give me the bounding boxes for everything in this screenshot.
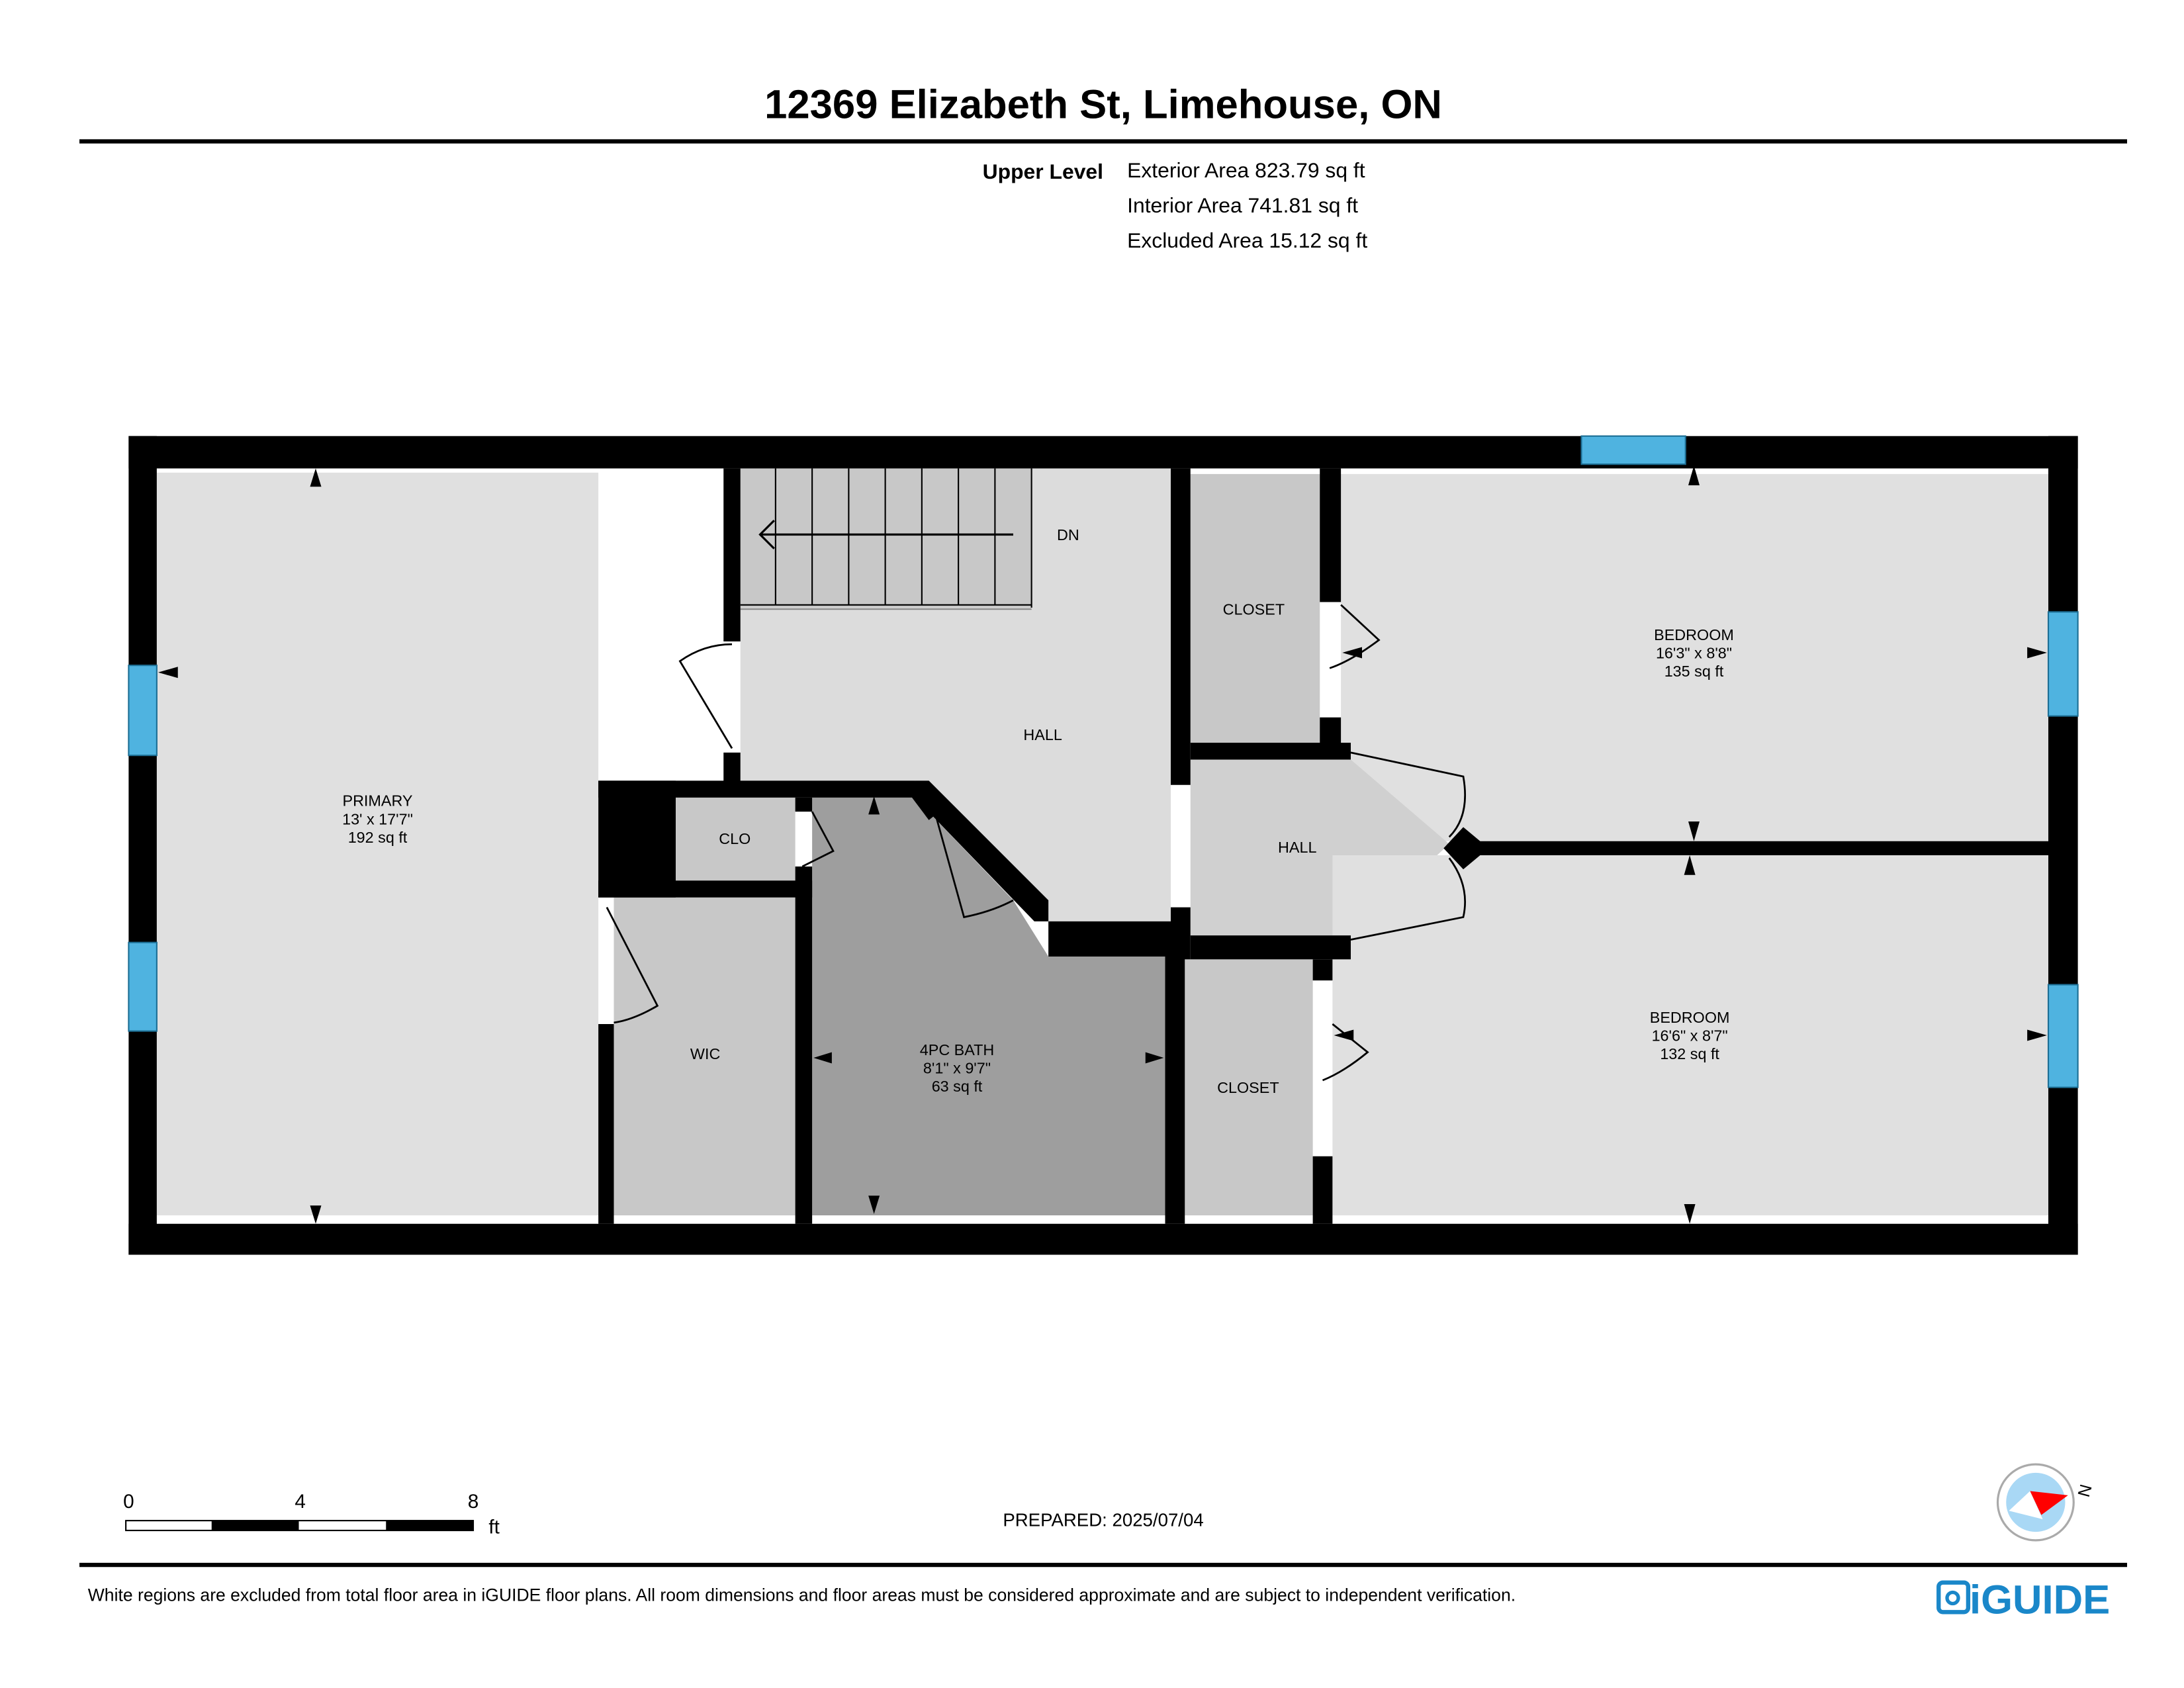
window <box>128 665 158 757</box>
room-name: BEDROOM <box>1654 626 1734 643</box>
scale-bar: 0 4 8 ft <box>123 1491 500 1538</box>
stairs-label: DN <box>1057 526 1079 543</box>
brand-name: iGUIDE <box>1970 1577 2110 1622</box>
floor-plan: PRIMARY 13' x 17'7" 192 sq ft DN HALL CL… <box>128 435 2079 1255</box>
prepared-date: PREPARED: 2025/07/04 <box>1003 1510 1203 1530</box>
room-primary <box>156 473 599 1215</box>
window <box>2047 611 2079 717</box>
room-dims: 13' x 17'7" <box>342 810 413 827</box>
walls <box>128 436 2078 1255</box>
scale-tick: 4 <box>295 1491 306 1513</box>
page-title: 12369 Elizabeth St, Limehouse, ON <box>764 82 1442 128</box>
room-area: 135 sq ft <box>1664 663 1724 680</box>
room-dims: 16'6" x 8'7" <box>1652 1027 1728 1045</box>
room-name: 4PC BATH <box>920 1041 995 1058</box>
level-label: Upper Level <box>983 160 1103 183</box>
excluded-area: Excluded Area 15.12 sq ft <box>1127 228 1367 252</box>
iguide-logo: iGUIDE <box>1936 1577 2110 1622</box>
room-name: HALL <box>1023 726 1062 743</box>
room-name: CLOSET <box>1223 601 1285 618</box>
room-closet-bottom <box>1185 959 1313 1215</box>
room-clo <box>676 797 796 881</box>
room-name: PRIMARY <box>342 792 412 810</box>
footer-rule <box>79 1562 2127 1568</box>
room-name: BEDROOM <box>1650 1009 1730 1026</box>
room-name: CLO <box>719 830 751 847</box>
scale-tick: 8 <box>468 1491 479 1513</box>
stair-arrow-icon <box>758 520 1013 549</box>
stair-treads <box>740 468 1032 610</box>
room-bath <box>812 797 1165 1215</box>
room-dims: 16'3" x 8'8" <box>1656 645 1732 662</box>
exterior-area: Exterior Area 823.79 sq ft <box>1127 158 1365 182</box>
window <box>128 941 158 1032</box>
room-name: HALL <box>1278 839 1316 856</box>
room-bedroom-top <box>1341 474 2048 841</box>
room-dims: 8'1" x 9'7" <box>923 1059 991 1076</box>
scale-tick: 0 <box>123 1491 134 1513</box>
room-bedroom-bottom <box>1332 855 2048 1215</box>
window <box>1580 435 1686 465</box>
header-rule <box>79 139 2127 144</box>
compass-icon: N <box>1996 1463 2096 1542</box>
room-area: 192 sq ft <box>348 829 408 846</box>
interior-area: Interior Area 741.81 sq ft <box>1127 193 1358 217</box>
room-wic <box>614 897 796 1215</box>
window <box>2047 984 2079 1088</box>
disclaimer: White regions are excluded from total fl… <box>88 1585 1516 1605</box>
room-closet-top <box>1190 474 1320 743</box>
room-name: CLOSET <box>1217 1079 1279 1096</box>
scale-unit: ft <box>488 1516 500 1538</box>
dimension-arrows <box>158 465 2047 1224</box>
windows <box>128 435 2079 1088</box>
room-name: WIC <box>690 1045 720 1062</box>
room-area: 132 sq ft <box>1660 1045 1719 1062</box>
room-area: 63 sq ft <box>932 1078 983 1095</box>
north-label: N <box>2075 1483 2096 1499</box>
